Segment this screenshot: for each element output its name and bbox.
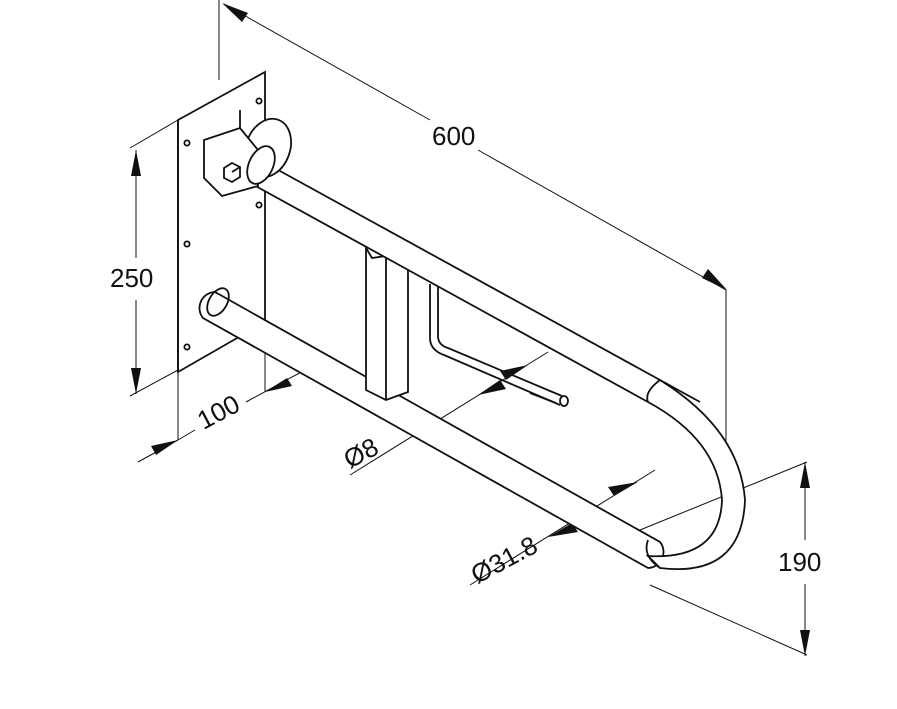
length-dimension-label: 600 — [432, 121, 475, 151]
projection-dimension-label: 100 — [192, 389, 244, 436]
upper-grab-bar — [250, 158, 746, 570]
rod-diameter-label: Ø8 — [338, 432, 383, 475]
loop-height-label: 190 — [778, 547, 821, 577]
hinge-bracket — [203, 110, 292, 198]
tube-diameter-label: Ø31.8 — [466, 530, 543, 590]
height-dimension-label: 250 — [110, 263, 153, 293]
support-plate — [365, 236, 409, 401]
lower-rail — [198, 287, 665, 569]
dimension-lines — [129, 0, 810, 656]
roll-holder — [429, 284, 569, 407]
